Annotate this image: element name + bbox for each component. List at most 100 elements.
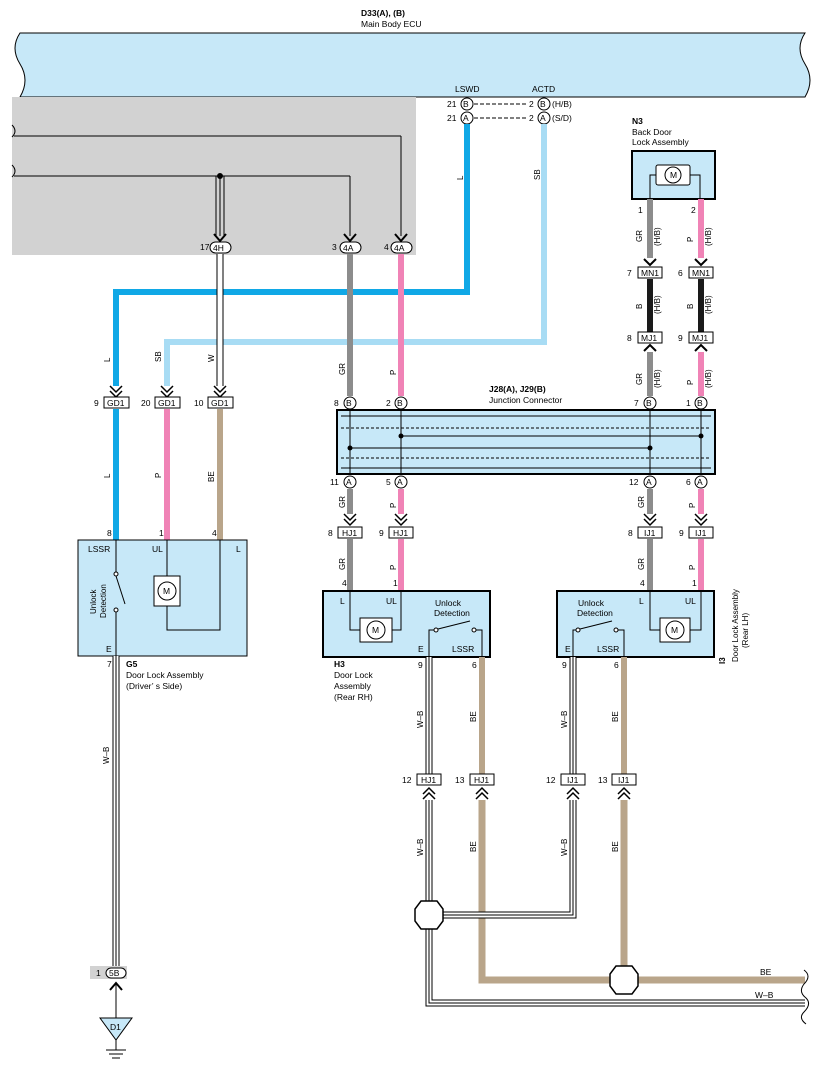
wire-w: W [207, 254, 224, 386]
mn1-name-2: MN1 [692, 268, 710, 278]
wires-gr-p-ecu: GR P [338, 254, 404, 396]
g5-lssr: LSSR [88, 544, 110, 554]
h3-wire-wb-bot: W–B [416, 839, 425, 856]
junction-ref: J28(A), J29(B) [489, 384, 546, 394]
h3-wire-wb: W–B [416, 711, 425, 728]
i3-name2: (Rear LH) [741, 613, 750, 648]
ij1-pin12: 12 [546, 775, 556, 785]
j-top-conn-1: B [346, 398, 352, 408]
n3-wire2-note: (H/B) [704, 227, 713, 246]
g5-pin-lssr-num: 8 [107, 528, 112, 538]
gd1-wire-be-bot: BE [207, 471, 216, 482]
h3-name1: Door Lock [334, 670, 373, 680]
hj1-pin8: 8 [328, 528, 333, 538]
i3-unlock1: Unlock [578, 598, 605, 608]
ecu-row2-left-conn: A [463, 113, 469, 123]
lh-wire-p-label: P [688, 565, 697, 570]
conn-4h-pin: 17 [200, 242, 210, 252]
j-bot-conn-3: A [646, 477, 652, 487]
j-top-pin-2: 2 [386, 398, 391, 408]
n3-motor: M [670, 170, 677, 180]
lh-wire-gr-label: GR [637, 558, 646, 570]
g5-motor: M [163, 586, 170, 596]
j-bot-pin-1: 11 [330, 477, 339, 487]
j-bot-conn-1: A [346, 477, 352, 487]
i3-wire-wb: W–B [560, 711, 569, 728]
i3-wire-be-bot: BE [611, 841, 620, 852]
hj1-name-2: HJ1 [393, 528, 408, 538]
rear-lh-door-lock: 4 1 L UL Unlock Detection M E LSSR 9 6 I… [556, 578, 750, 670]
mj1-pin8: 8 [627, 333, 632, 343]
n3-wire1: GR [635, 230, 644, 242]
ij1-name-3: IJ1 [567, 775, 579, 785]
g5-e-num: 7 [107, 659, 112, 669]
mn1-pin6: 6 [678, 268, 683, 278]
conn-4a-4-pin: 4 [384, 242, 389, 252]
ecu-row1-left-pin: 21 [447, 99, 457, 109]
ij1-name-4: IJ1 [618, 775, 630, 785]
g5-unlock1: Unlock [89, 589, 98, 614]
i3-ul: UL [685, 596, 696, 606]
ecu-output-connectors: 17 4H 3 4A 4 4A [200, 233, 413, 254]
gd1-pin9: 9 [94, 398, 99, 408]
ij1-name-1: IJ1 [644, 528, 656, 538]
j-top-conn-2: B [397, 398, 403, 408]
ground-d1: D1 [110, 1022, 121, 1032]
n3-pin1: 1 [638, 205, 643, 215]
h3-motor: M [372, 625, 379, 635]
g5-pin-l-num: 4 [212, 528, 217, 538]
h3-ref: H3 [334, 659, 345, 669]
j-wire-gr-bot2: GR [637, 496, 646, 508]
mn1-name-1: MN1 [641, 268, 659, 278]
i3-lssr-num: 6 [614, 660, 619, 670]
conn-4a-3-name: 4A [343, 243, 354, 253]
h3-e: E [418, 644, 424, 654]
g5-e: E [106, 644, 112, 654]
mj1-name-1: MJ1 [641, 333, 657, 343]
g5-ul: UL [152, 544, 163, 554]
wire-sb-top-label: SB [154, 351, 163, 362]
internal-lines [11, 124, 402, 236]
h3-lssr-num: 6 [472, 660, 477, 670]
back-door-wires: GR (H/B) P (H/B) 7 MN1 6 MN1 B (H/B) B (… [627, 199, 714, 396]
n3-wire4-note: (H/B) [704, 295, 713, 314]
j-top-pin-3: 7 [634, 398, 639, 408]
n3-wire3-note: (H/B) [653, 295, 662, 314]
j-top-pin-4: 1 [686, 398, 691, 408]
hj1-name-1: HJ1 [342, 528, 357, 538]
junction-name: Junction Connector [489, 395, 562, 405]
pin-lswd-label: LSWD [455, 84, 480, 94]
pin-actd-label: ACTD [532, 84, 555, 94]
g5-unlock2: Detection [99, 584, 108, 618]
gd1-pin20: 20 [141, 398, 151, 408]
n3-name1: Back Door [632, 127, 672, 137]
h3-pin-l-num: 4 [342, 578, 347, 588]
i3-e: E [565, 644, 571, 654]
ecu-row2-right-conn: A [540, 113, 546, 123]
gd1-name-1: GD1 [107, 398, 125, 408]
i3-e-num: 9 [562, 660, 567, 670]
gd1-pin10: 10 [194, 398, 204, 408]
ecu-pins: LSWD ACTD 21 B 2 B (H/B) 21 A 2 A (S/D) [447, 84, 572, 125]
j-bot-pin-4: 6 [686, 477, 691, 487]
ij1-pin13: 13 [598, 775, 608, 785]
rh-wire-p-label: P [389, 565, 398, 570]
j-top-pin-1: 8 [334, 398, 339, 408]
j-wire-gr-bot1: GR [338, 496, 347, 508]
j-bot-pin-2: 5 [386, 477, 391, 487]
wire-actd-color: SB [533, 169, 542, 180]
wire-w-top-label: W [207, 354, 216, 362]
j-top-conn-3: B [646, 398, 652, 408]
hj1-pin9: 9 [379, 528, 384, 538]
g5-name1: Door Lock Assembly [126, 670, 204, 680]
i3-wire-wb-bot: W–B [560, 839, 569, 856]
h3-name3: (Rear RH) [334, 692, 373, 702]
n3-wire3: B [635, 304, 644, 309]
h3-ul: UL [386, 596, 397, 606]
h3-unlock2: Detection [434, 608, 470, 618]
h3-wire-be: BE [469, 711, 478, 722]
n3-wire6-note: (H/B) [704, 369, 713, 388]
gd1-wire-l-bot: L [103, 473, 112, 478]
i3-l: L [639, 596, 644, 606]
junction-connector: J28(A), J29(B) Junction Connector 8 B 2 … [330, 384, 716, 489]
